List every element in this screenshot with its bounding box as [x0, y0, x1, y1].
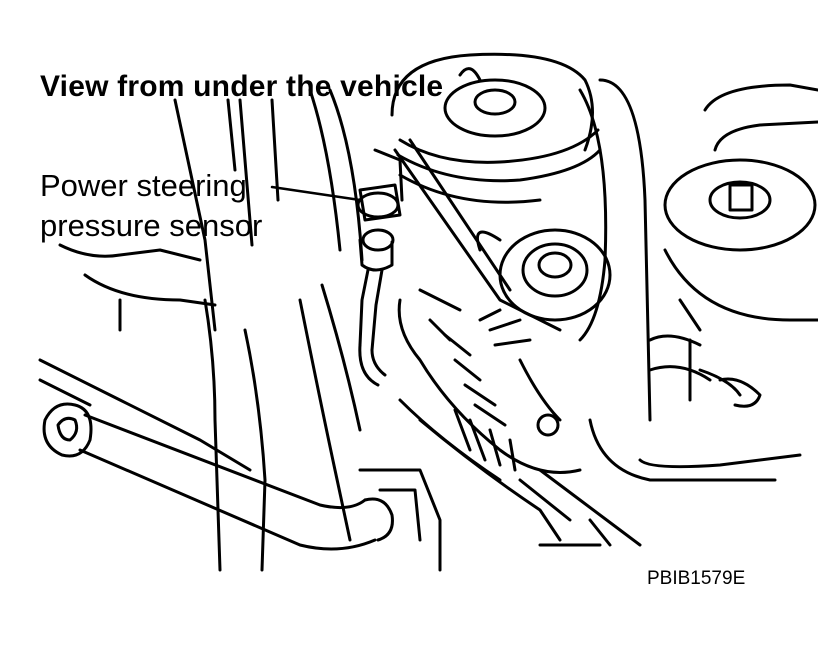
pressure-sensor: [356, 148, 404, 387]
idler-pulleys: [588, 78, 818, 482]
stabilizer-bar: [42, 402, 394, 551]
alternator-pulley: [476, 228, 612, 322]
figure-code: PBIB1579E: [647, 568, 746, 589]
alternator-body: [397, 288, 582, 474]
callout-leader-line: [270, 185, 362, 202]
callout-label-line2: pressure sensor: [40, 208, 263, 243]
callout-label-line1: Power steering: [40, 168, 247, 203]
view-title: View from under the vehicle: [40, 70, 444, 103]
drive-belt: [393, 88, 608, 342]
chassis-frame: [38, 88, 442, 572]
lower-bracket: [398, 398, 642, 547]
